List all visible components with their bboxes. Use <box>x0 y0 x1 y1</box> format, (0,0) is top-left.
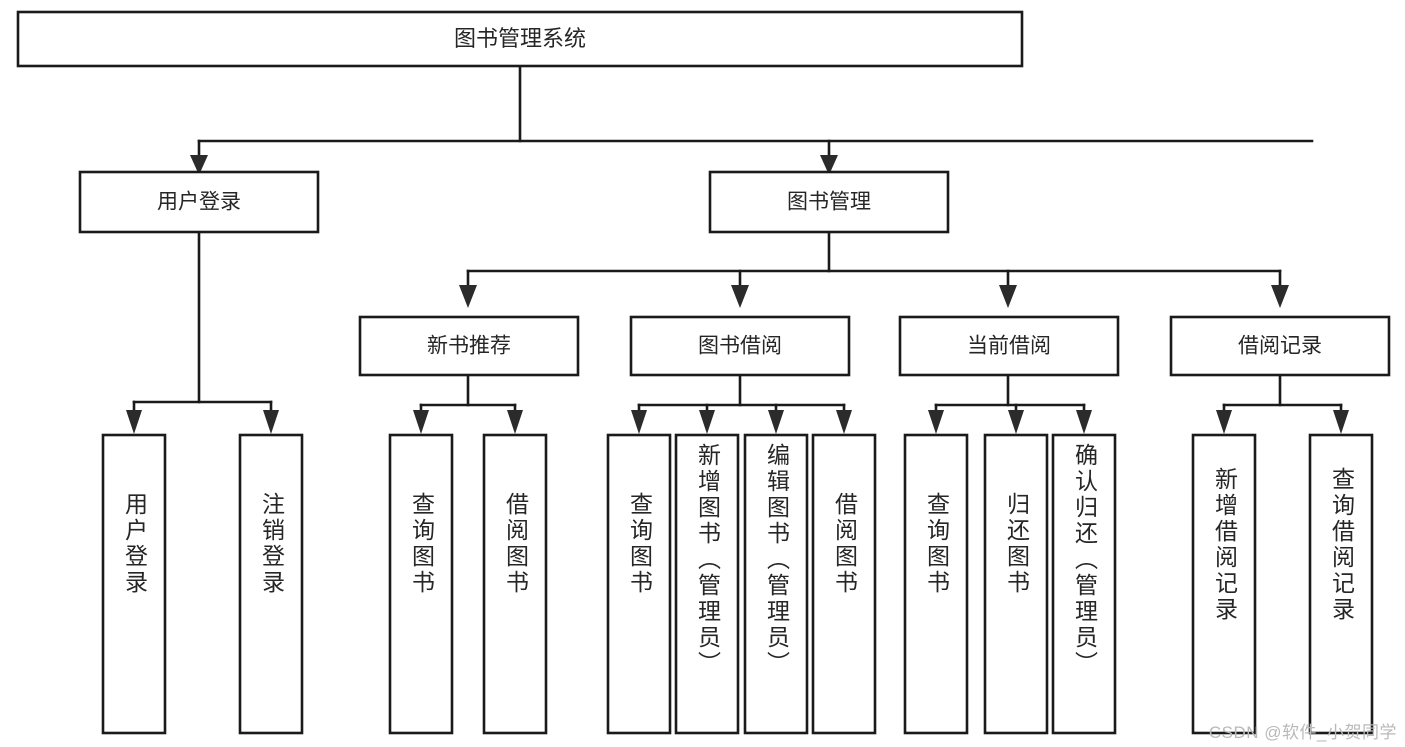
node-root-book-management-system[interactable]: 图书管理系统 <box>16 10 1024 68</box>
arrowhead-current-borrow <box>999 285 1017 308</box>
leaf-box-query-book-1[interactable] <box>388 433 454 735</box>
node-book-management[interactable]: 图书管理 <box>708 170 950 234</box>
arrowhead-leaf-5 <box>631 410 647 434</box>
node-new-book-recommend-box[interactable] <box>358 315 580 377</box>
arrowhead-leaf-13 <box>1333 410 1349 434</box>
node-book-borrow[interactable]: 图书借阅 <box>629 315 851 377</box>
leaf-box-query-book-2[interactable] <box>606 433 672 735</box>
arrowhead-user-login <box>190 155 208 175</box>
arrowhead-leaf-6 <box>699 410 715 434</box>
node-current-borrow-label: 当前借阅 <box>967 335 1051 358</box>
leaf-box-borrow-book-1[interactable] <box>482 433 548 735</box>
node-current-borrow[interactable]: 当前借阅 <box>898 315 1120 377</box>
arrowhead-leaf-9 <box>928 410 944 434</box>
node-new-book-recommend[interactable]: 新书推荐 <box>358 315 580 377</box>
arrowhead-leaf-3 <box>413 410 429 434</box>
node-user-login[interactable]: 用户登录 <box>78 170 320 234</box>
node-book-management-label: 图书管理 <box>787 191 871 214</box>
arrowhead-leaf-4 <box>507 410 523 434</box>
arrowhead-new-book <box>459 285 477 308</box>
connector-group-user-login-to-leaves <box>126 230 279 434</box>
node-borrow-record-box[interactable] <box>1169 315 1391 377</box>
arrowhead-leaf-10 <box>1008 410 1024 434</box>
leaf-box-query-borrow-record[interactable] <box>1308 433 1374 735</box>
connector-group-root-to-level2 <box>190 64 1314 175</box>
node-new-book-recommend-label: 新书推荐 <box>427 335 511 358</box>
connector-group-new-book-to-leaves <box>413 373 523 434</box>
node-user-login-label: 用户登录 <box>157 191 241 214</box>
connector-group-book-borrow-to-leaves <box>631 373 852 434</box>
arrowhead-leaf-2 <box>263 410 279 434</box>
connector-group-borrow-record-to-leaves <box>1216 373 1349 434</box>
arrowhead-leaf-1 <box>126 410 142 434</box>
arrowhead-book-manage <box>820 155 838 175</box>
node-root-box[interactable] <box>16 10 1024 68</box>
arrowhead-leaf-7 <box>768 410 784 434</box>
leaf-box-add-book-admin[interactable] <box>674 433 740 735</box>
leaf-box-group <box>101 433 1374 735</box>
leaf-box-edit-book-admin[interactable] <box>743 433 809 735</box>
node-book-borrow-box[interactable] <box>629 315 851 377</box>
connector-group-current-borrow-to-leaves <box>928 373 1092 434</box>
leaf-box-query-book-3[interactable] <box>903 433 969 735</box>
leaf-box-confirm-return-admin[interactable] <box>1051 433 1117 735</box>
node-root-label: 图书管理系统 <box>454 26 586 51</box>
arrowhead-leaf-8 <box>836 410 852 434</box>
arrowhead-borrow-record <box>1271 285 1289 308</box>
node-book-borrow-label: 图书借阅 <box>698 335 782 358</box>
leaf-box-logout[interactable] <box>238 433 304 735</box>
node-current-borrow-box[interactable] <box>898 315 1120 377</box>
node-borrow-record[interactable]: 借阅记录 <box>1169 315 1391 377</box>
node-book-management-box[interactable] <box>708 170 950 234</box>
arrowhead-leaf-12 <box>1216 410 1232 434</box>
leaf-box-borrow-book-2[interactable] <box>811 433 877 735</box>
arrowhead-leaf-11 <box>1076 410 1092 434</box>
leaf-box-add-borrow-record[interactable] <box>1191 433 1257 735</box>
leaf-box-user-login[interactable] <box>101 433 167 735</box>
node-user-login-box[interactable] <box>78 170 320 234</box>
connector-group-book-manage-to-level3 <box>459 230 1289 308</box>
arrowhead-book-borrow <box>731 285 749 308</box>
node-borrow-record-label: 借阅记录 <box>1238 335 1322 358</box>
leaf-box-return-book[interactable] <box>983 433 1049 735</box>
csdn-watermark: CSDN @软件_小贺同学 <box>1208 723 1397 742</box>
